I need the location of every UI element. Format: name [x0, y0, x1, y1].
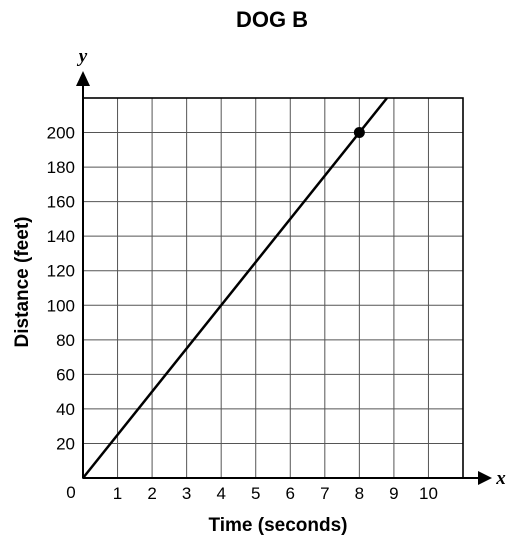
y-tick-label: 40 — [56, 400, 75, 419]
x-tick-label: 6 — [286, 484, 295, 503]
x-tick-label: 3 — [182, 484, 191, 503]
y-tick-label: 100 — [47, 296, 75, 315]
y-axis-variable: y — [77, 46, 88, 67]
y-tick-label: 160 — [47, 193, 75, 212]
x-axis-arrow — [478, 471, 492, 485]
y-tick-label: 140 — [47, 227, 75, 246]
y-tick-label: 120 — [47, 262, 75, 281]
x-tick-label: 4 — [216, 484, 225, 503]
plot-frame — [82, 97, 464, 479]
y-tick-label: 200 — [47, 124, 75, 143]
series-line — [82, 97, 388, 479]
grid — [83, 98, 463, 478]
x-tick-label: 2 — [147, 484, 156, 503]
x-tick-label: 7 — [320, 484, 329, 503]
x-tick-label: 10 — [419, 484, 438, 503]
x-axis-label: Time (seconds) — [208, 515, 347, 536]
y-tick-labels: 20 40 60 80 100 120 140 160 180 200 — [47, 124, 75, 454]
y-tick-label: 180 — [47, 158, 75, 177]
y-axis-arrow — [76, 71, 90, 86]
y-tick-label: 60 — [56, 365, 75, 384]
series-layer — [82, 97, 388, 479]
x-axis-variable: x — [495, 468, 506, 489]
x-tick-labels: 1 2 3 4 5 6 7 8 9 10 — [113, 484, 438, 503]
y-tick-label: 80 — [56, 331, 75, 350]
x-tick-label: 8 — [355, 484, 364, 503]
chart-title: DOG B — [236, 7, 308, 32]
x-tick-label: 9 — [389, 484, 398, 503]
y-tick-label: 20 — [56, 434, 75, 453]
y-axis-label: Distance (feet) — [12, 217, 33, 348]
x-tick-label: 5 — [251, 484, 260, 503]
data-point — [353, 127, 365, 139]
x-tick-label: 1 — [113, 484, 122, 503]
origin-label: 0 — [66, 483, 75, 502]
